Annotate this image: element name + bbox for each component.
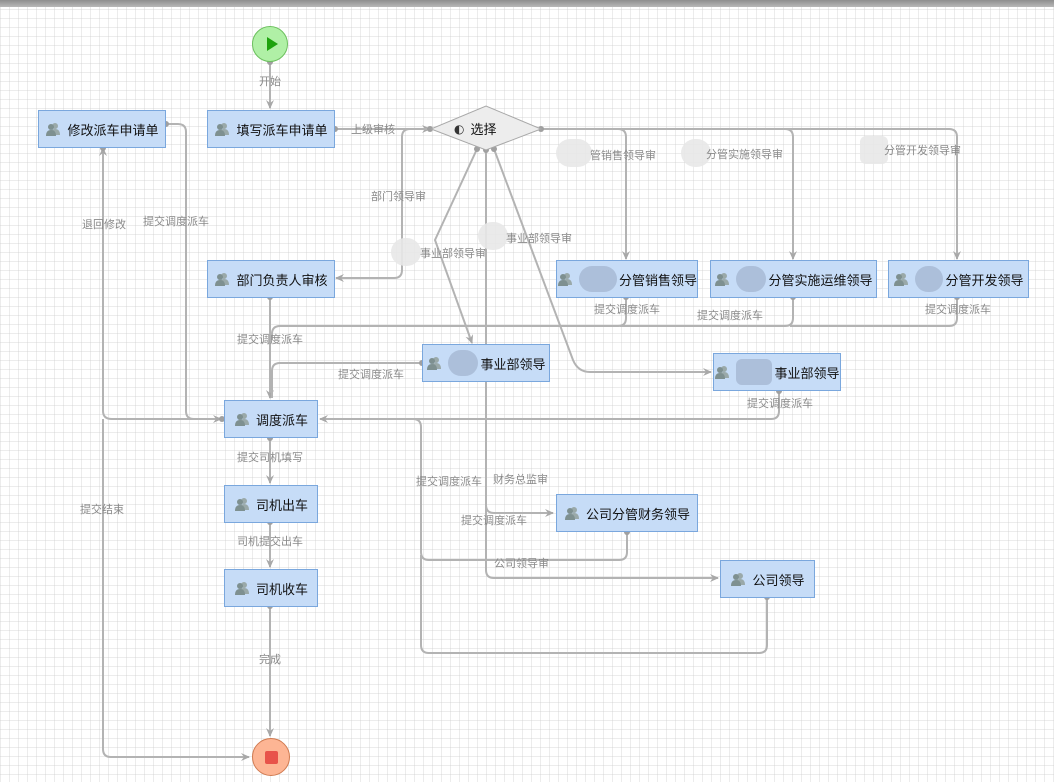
node-label: 调度派车: [255, 413, 308, 429]
redacted-mask: [579, 266, 617, 292]
edge-label-submit-driver-fill: 提交司机填写: [237, 451, 303, 464]
node-company-leader[interactable]: 公司领导: [720, 560, 815, 598]
user-group-icon: [426, 356, 442, 370]
gateway-label: 选择: [470, 123, 497, 138]
user-group-icon: [214, 122, 230, 136]
edge-submit-dispatch-leaders[interactable]: [271, 297, 627, 340]
edge-label-return-modify: 退回修改: [82, 218, 126, 231]
edge-label-submit-dispatch-finance: 提交调度派车: [461, 514, 527, 527]
edge-label-bu-review-b: 事业部领导审: [506, 232, 572, 245]
gateway-select[interactable]: ◐ 选择: [454, 119, 497, 139]
edge-label-submit-dispatch-bu-a: 提交调度派车: [338, 368, 404, 381]
edge-label-bu-review-a: 事业部领导审: [420, 247, 486, 260]
edge-label-submit-dispatch-bu-b: 提交调度派车: [747, 397, 813, 410]
edge-submit-end[interactable]: [102, 419, 250, 761]
node-label: 填写派车申请单: [236, 123, 328, 139]
edge-submit-dispatch-company[interactable]: [420, 555, 768, 654]
edge-label-sales-review: 管销售领导审: [590, 149, 656, 162]
node-dev-leader[interactable]: 分管开发领导: [888, 260, 1029, 298]
window-top-bar: [0, 0, 1054, 7]
user-group-icon: [234, 412, 250, 426]
redacted-mask: [556, 139, 592, 167]
node-bu-leader-b[interactable]: 事业部领导: [713, 353, 841, 391]
node-label: 公司领导: [752, 573, 805, 589]
node-label: 公司分管财务领导: [585, 507, 690, 523]
node-label: 分管开发领导: [945, 273, 1024, 289]
node-dept-head-review[interactable]: 部门负责人审核: [207, 260, 335, 298]
user-group-icon: [893, 272, 909, 286]
edge-finance-review[interactable]: [485, 149, 554, 517]
redacted-mask: [860, 136, 888, 164]
node-ops-leader[interactable]: 分管实施运维领导: [710, 260, 877, 298]
edge-submit-dispatch-bu-a[interactable]: [271, 362, 422, 398]
user-group-icon: [564, 506, 580, 520]
user-group-icon: [714, 365, 730, 379]
edge-label-submit-dispatch-ops: 提交调度派车: [697, 309, 763, 322]
redacted-mask: [448, 350, 479, 376]
edge-label-driver-submit-out: 司机提交出车: [237, 535, 303, 548]
edge-dept-leader-review[interactable]: [335, 128, 430, 282]
redacted-mask: [736, 359, 773, 385]
edge-label-company-review: 公司领导审: [494, 557, 549, 570]
node-label: 事业部领导: [774, 366, 840, 382]
user-group-icon: [45, 122, 61, 136]
edge-submit-dispatch-dev[interactable]: [790, 297, 958, 327]
node-label: 分管实施运维领导: [768, 273, 873, 289]
node-modify-request[interactable]: 修改派车申请单: [38, 110, 166, 148]
edge-label-submit-dispatch-company: 提交调度派车: [416, 475, 482, 488]
edge-return-modify[interactable]: [99, 147, 222, 420]
node-finance-leader[interactable]: 公司分管财务领导: [556, 494, 698, 532]
edge-label-ops-review: 分管实施领导审: [706, 148, 783, 161]
node-label: 部门负责人审核: [236, 273, 328, 289]
edge-label-submit-dispatch-sales: 提交调度派车: [594, 303, 660, 316]
node-dispatch[interactable]: 调度派车: [224, 400, 318, 438]
edge-company-review[interactable]: [485, 500, 719, 582]
node-label: 司机收车: [255, 582, 308, 598]
node-sales-leader[interactable]: 分管销售领导: [556, 260, 698, 298]
edge-label-submit-dispatch-dept: 提交调度派车: [237, 333, 303, 346]
edge-label-finance-review: 财务总监审: [493, 473, 548, 486]
user-group-icon: [214, 272, 230, 286]
edge-label-submit-end: 提交结束: [80, 503, 124, 516]
end-event[interactable]: [252, 738, 290, 776]
redacted-mask: [915, 266, 944, 292]
edge-label-dept-leader-review: 部门领导审: [371, 190, 426, 203]
edge-label-dev-review: 分管开发领导审: [884, 144, 961, 157]
user-group-icon: [557, 272, 573, 286]
edge-bu-review-a[interactable]: [433, 148, 478, 344]
user-group-icon: [714, 272, 730, 286]
edge-submit-dispatch-bu-b[interactable]: [319, 391, 780, 423]
node-label: 分管销售领导: [618, 273, 697, 289]
user-group-icon: [234, 497, 250, 511]
redacted-mask: [478, 222, 508, 250]
redacted-mask: [391, 238, 421, 266]
gateway-shape[interactable]: [429, 105, 543, 151]
edge-label-complete: 完成: [259, 653, 281, 666]
start-event[interactable]: [252, 26, 288, 62]
node-label: 事业部领导: [480, 357, 546, 373]
node-label: 司机出车: [255, 498, 308, 514]
redacted-mask: [736, 266, 767, 292]
edge-submit-dispatch-finance[interactable]: [412, 418, 628, 561]
edge-submit-dispatch-modify[interactable]: [166, 123, 222, 423]
node-driver-out[interactable]: 司机出车: [224, 485, 318, 523]
edge-label-superior-review: 上级审核: [351, 123, 395, 136]
node-label: 修改派车申请单: [67, 123, 159, 139]
edge-bu-review-b[interactable]: [493, 148, 712, 376]
redacted-mask: [681, 139, 711, 167]
user-group-icon: [234, 581, 250, 595]
user-group-icon: [730, 572, 746, 586]
edge-label-submit-dispatch-modify: 提交调度派车: [143, 215, 209, 228]
edge-submit-dispatch-ops[interactable]: [620, 297, 794, 327]
edge-label-start: 开始: [259, 75, 281, 88]
node-fill-request[interactable]: 填写派车申请单: [207, 110, 335, 148]
edge-label-submit-dispatch-dev: 提交调度派车: [925, 303, 991, 316]
node-driver-return[interactable]: 司机收车: [224, 569, 318, 607]
node-bu-leader-a[interactable]: 事业部领导: [422, 344, 550, 382]
eye-icon: ◐: [454, 121, 465, 136]
edge-dev-review[interactable]: [541, 128, 961, 260]
